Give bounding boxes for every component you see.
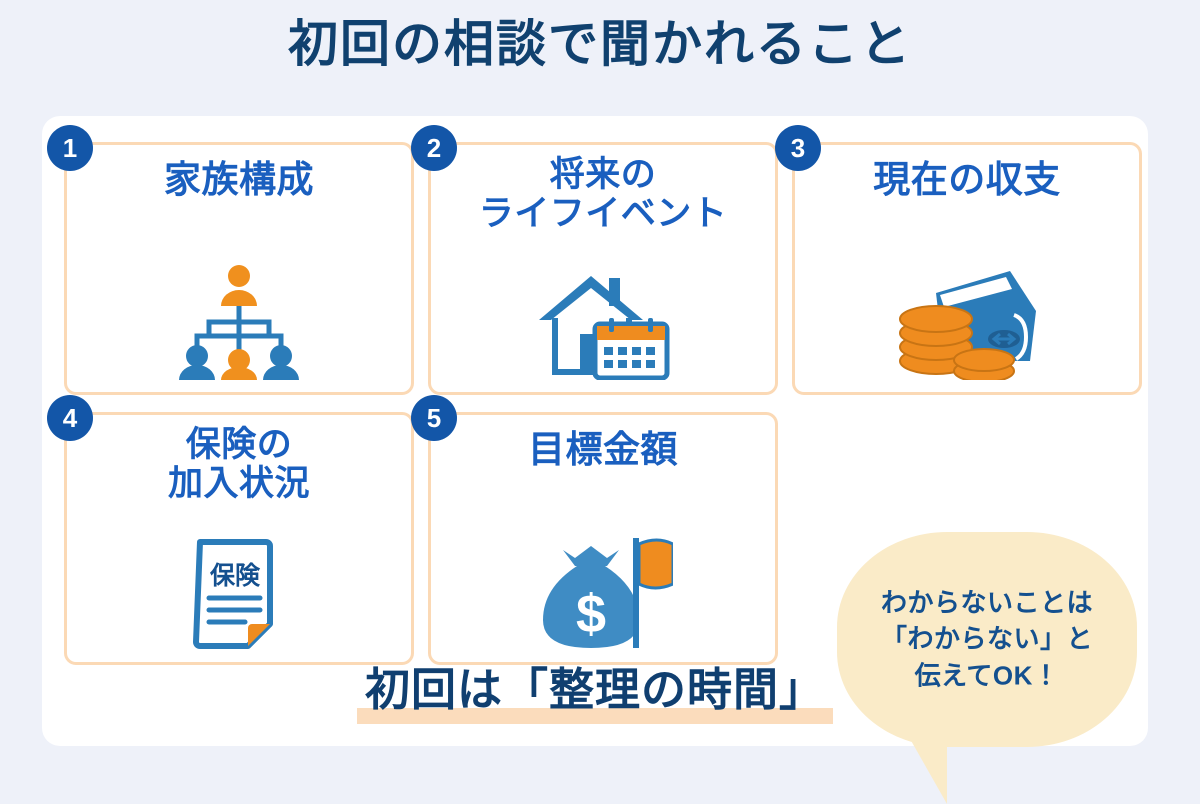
card-number-badge: 5: [411, 395, 457, 441]
card-insurance-status[interactable]: 4 保険の 加入状況 保険: [47, 395, 414, 665]
banner-highlight: [356, 708, 833, 724]
card-number-badge: 4: [47, 395, 93, 441]
card-title: 現在の収支: [873, 159, 1061, 200]
house-calendar-icon: [431, 275, 775, 380]
card-title: 保険の 加入状況: [167, 425, 310, 504]
banner-text: 初回は「整理の時間」: [356, 653, 833, 724]
speech-bubble: わからないことは 「わからない」と 伝えてOK！: [837, 532, 1137, 804]
card-number-badge: 2: [411, 125, 457, 171]
insurance-label: 保険: [209, 561, 261, 590]
card-family-structure[interactable]: 1 家族構成: [47, 125, 414, 395]
speech-bubble-tail: [875, 730, 947, 804]
card-number-badge: 1: [47, 125, 93, 171]
content-panel: 1 家族構成: [42, 116, 1148, 804]
card-future-life-events[interactable]: 2 将来の ライフイベント: [411, 125, 778, 395]
svg-text:$: $: [576, 584, 606, 644]
speech-bubble-text: わからないことは 「わからない」と 伝えてOK！: [880, 587, 1093, 691]
money-bag-flag-icon: $: [431, 525, 775, 650]
bottom-banner: 初回は「整理の時間」: [42, 653, 1148, 724]
card-number-badge: 3: [775, 125, 821, 171]
card-title: 目標金額: [528, 429, 678, 470]
insurance-document-icon: 保険: [67, 539, 411, 650]
card-current-income-expenses[interactable]: 3 現在の収支: [775, 125, 1142, 395]
family-tree-icon: [67, 255, 411, 380]
card-title: 家族構成: [164, 159, 314, 200]
card-target-amount[interactable]: 5 目標金額 $: [411, 395, 778, 665]
wallet-coins-icon: [795, 255, 1139, 380]
page-title: 初回の相談で聞かれること: [288, 16, 912, 72]
card-title: 将来の ライフイベント: [478, 155, 728, 234]
